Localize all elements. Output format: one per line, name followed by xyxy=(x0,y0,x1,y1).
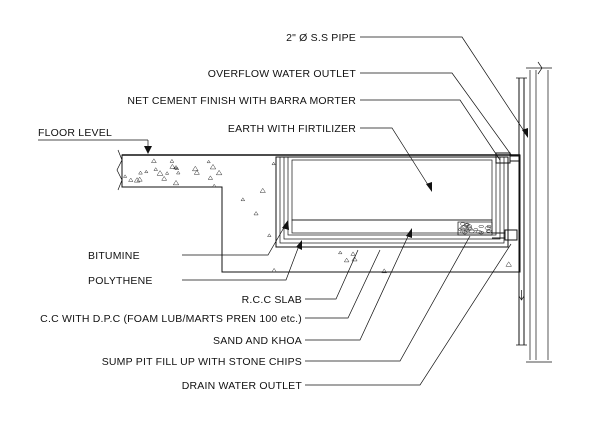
label-cc-dpc: C.C WITH D.P.C (FOAM LUB/MARTS PREN 100 … xyxy=(40,313,302,325)
label-drain-outlet: DRAIN WATER OUTLET xyxy=(182,380,303,392)
label-overflow-outlet: OVERFLOW WATER OUTLET xyxy=(208,68,357,80)
break-mark xyxy=(116,149,123,191)
label-rcc-slab: R.C.C SLAB xyxy=(242,294,302,306)
overflow-outlet xyxy=(495,152,519,164)
concrete-speckles xyxy=(123,158,512,274)
label-floor-level: FLOOR LEVEL xyxy=(38,127,112,139)
drain-outlet xyxy=(492,229,518,241)
label-earth: EARTH WITH FIRTILIZER xyxy=(228,123,356,135)
label-sand-khoa: SAND AND KHOA xyxy=(213,335,302,347)
earth-fill xyxy=(291,159,493,221)
right-wall xyxy=(526,61,552,363)
label-bitumine: BITUMINE xyxy=(88,250,140,262)
ss-pipe xyxy=(516,77,527,346)
leader-lines xyxy=(182,36,528,386)
floor-level-marker xyxy=(38,139,152,154)
rcc-slab-body xyxy=(121,154,521,273)
cement-finish-layer xyxy=(287,156,497,236)
label-ss-pipe: 2" Ø S.S PIPE xyxy=(286,32,356,44)
label-sump-pit: SUMP PIT FILL UP WITH STONE CHIPS xyxy=(102,356,302,368)
stone-chips-sump xyxy=(457,221,493,236)
label-cement-finish: NET CEMENT FINISH WITH BARRA MORTER xyxy=(127,95,356,107)
label-polythene: POLYTHENE xyxy=(88,275,153,287)
cc-dpc-layer xyxy=(275,156,509,248)
